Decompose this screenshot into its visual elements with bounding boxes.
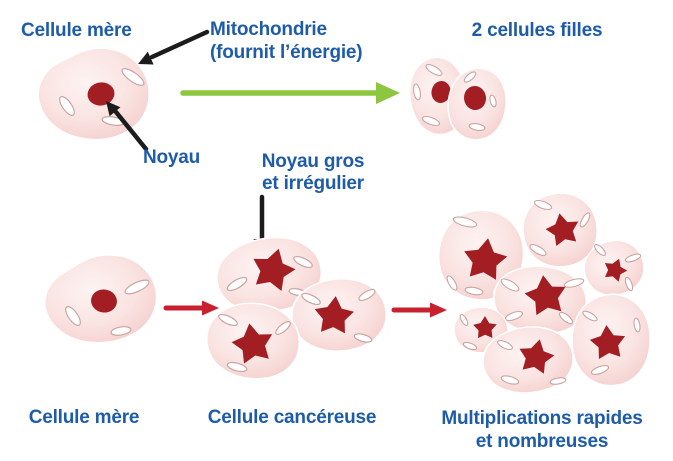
mitochondrion	[421, 115, 441, 127]
mitochondrion	[425, 64, 443, 76]
mitochondria-label-line1: Mitochondrie	[210, 19, 327, 40]
daughter-cell-left	[405, 53, 471, 139]
mitochondrion	[500, 278, 520, 292]
tumor-cell-5	[453, 306, 509, 353]
mother-cell-bottom-label: Cellule mère	[29, 407, 140, 428]
tumor-cell-1	[430, 202, 532, 308]
daughter-cell-right	[442, 63, 512, 145]
nucleus-label: Noyau	[143, 147, 200, 168]
mitochondrion	[124, 279, 150, 295]
multiplication-label-line2: et nombreuses	[476, 431, 609, 452]
daughter-cells-label: 2 cellules filles	[472, 20, 603, 41]
abnormal-nucleus-label-line2: et irrégulier	[262, 173, 365, 194]
nucleus	[91, 289, 117, 313]
mitochondrion	[358, 288, 376, 302]
mitochondrion	[624, 276, 634, 292]
normal-division-row: Cellule mère Mitochondrie (fournit l’éne…	[21, 19, 603, 168]
multiplication-label-line1: Multiplications rapides	[441, 408, 642, 429]
mitochondrion	[489, 94, 497, 108]
mitochondrion	[413, 83, 421, 101]
mitochondrion	[549, 377, 567, 385]
cancer-cell-3	[288, 274, 390, 356]
mitochondrion	[463, 71, 477, 83]
mitochondrion	[218, 313, 238, 327]
mitochondrion	[624, 253, 642, 263]
tumor-cell-4	[489, 261, 591, 339]
cancer-cell-1	[210, 230, 328, 320]
mitochondrion	[594, 244, 606, 256]
cancer-transformation-arrow	[163, 300, 219, 316]
mother-cell-bottom	[40, 250, 161, 348]
mitochondrion	[353, 333, 373, 343]
mitochondrion	[558, 311, 574, 325]
normal-division-arrow	[180, 82, 400, 104]
mitochondrion	[590, 365, 610, 375]
nucleus-pointer-arrow	[106, 101, 149, 152]
mitochondrion	[500, 375, 520, 385]
mitochondrion	[462, 341, 478, 351]
mitochondrion	[275, 321, 291, 335]
mitochondrion	[59, 96, 75, 116]
mitochondrion	[533, 199, 553, 211]
mitochondrion	[226, 361, 248, 373]
tumor-cell-3	[577, 233, 651, 303]
mitochondrion	[529, 244, 547, 256]
tumor-cluster	[430, 192, 655, 399]
cancer-cell-label: Cellule cancéreuse	[208, 407, 377, 428]
mitochondrion	[446, 275, 458, 291]
mitochondria-label-line2: (fournit l’énergie)	[210, 42, 362, 63]
nucleus	[87, 82, 115, 106]
mitochondrion	[563, 278, 585, 288]
mitochondrion	[579, 212, 591, 228]
cancer-division-row: Noyau gros et irrégulier	[29, 151, 655, 452]
tumor-cell-2	[522, 192, 598, 268]
cancer-cell-cluster	[202, 230, 390, 385]
mitochondrion	[121, 68, 145, 86]
mitochondrion	[459, 314, 469, 326]
mitochondrion	[464, 286, 484, 296]
mitochondrion	[110, 326, 132, 336]
mitochondria-pointer-arrow	[138, 29, 210, 65]
mother-cell-top-label: Cellule mère	[21, 20, 132, 41]
mitochondrion	[633, 317, 641, 333]
mitochondrion	[226, 276, 248, 292]
mother-cell-top	[36, 45, 152, 143]
nucleus	[431, 81, 451, 103]
mitochondrion	[293, 255, 313, 269]
mitochondrion	[497, 339, 513, 351]
mitochondrion	[582, 310, 598, 322]
tumor-cell-7	[567, 290, 655, 390]
cancer-cell-2	[202, 297, 305, 385]
mitochondrion	[468, 123, 486, 131]
abnormal-nucleus-label-line1: Noyau gros	[262, 151, 365, 172]
mitochondrion	[65, 306, 81, 326]
mitochondrion	[452, 216, 478, 228]
daughter-cells	[405, 53, 512, 145]
mitochondrion	[504, 310, 524, 322]
multiplication-arrow	[391, 302, 447, 318]
mitochondrion	[301, 292, 321, 306]
nucleus	[463, 86, 487, 110]
tumor-cell-6	[478, 321, 578, 399]
